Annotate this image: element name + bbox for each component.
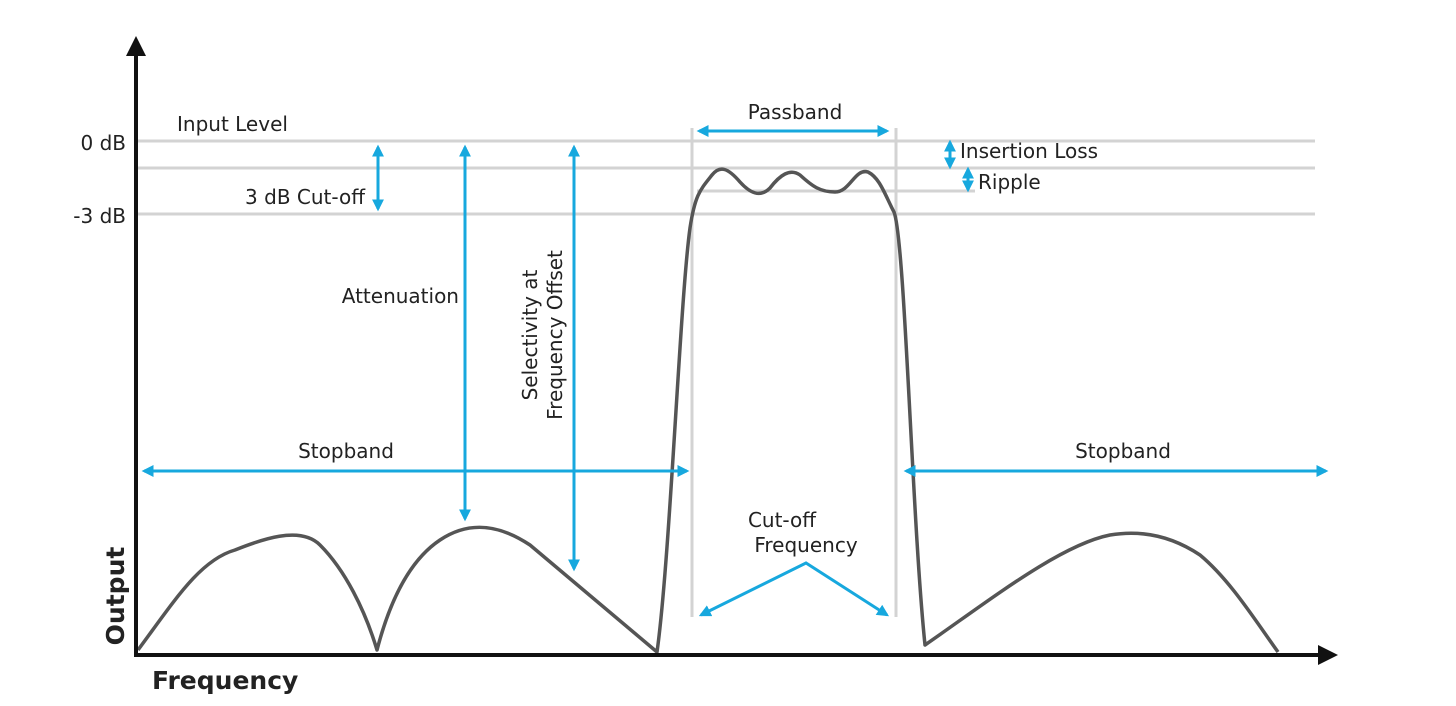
attenuation-label: Attenuation (342, 284, 459, 308)
response-curve (136, 167, 1280, 654)
x-axis-label: Frequency (152, 666, 298, 695)
input-level-label: Input Level (177, 112, 288, 136)
cutoff-frequency-pointer (698, 561, 890, 617)
stopband-left-label: Stopband (298, 439, 394, 463)
stopband-right-label: Stopband (1075, 439, 1171, 463)
cutoff-3db-label: 3 dB Cut-off (245, 185, 366, 209)
selectivity-label-line2: Frequency Offset (543, 250, 567, 420)
cutoff-frequency-label-line2: Frequency (754, 533, 857, 557)
ripple-label: Ripple (978, 170, 1041, 194)
passband-label: Passband (748, 100, 843, 124)
y-axis-label: Output (101, 547, 130, 646)
cutoff-frequency-label-line1: Cut-off (748, 508, 817, 532)
zero-db-label: 0 dB (81, 131, 127, 155)
minus-three-db-label: -3 dB (73, 204, 126, 228)
insertion-loss-label: Insertion Loss (960, 139, 1098, 163)
selectivity-label-line1: Selectivity at (518, 269, 542, 400)
